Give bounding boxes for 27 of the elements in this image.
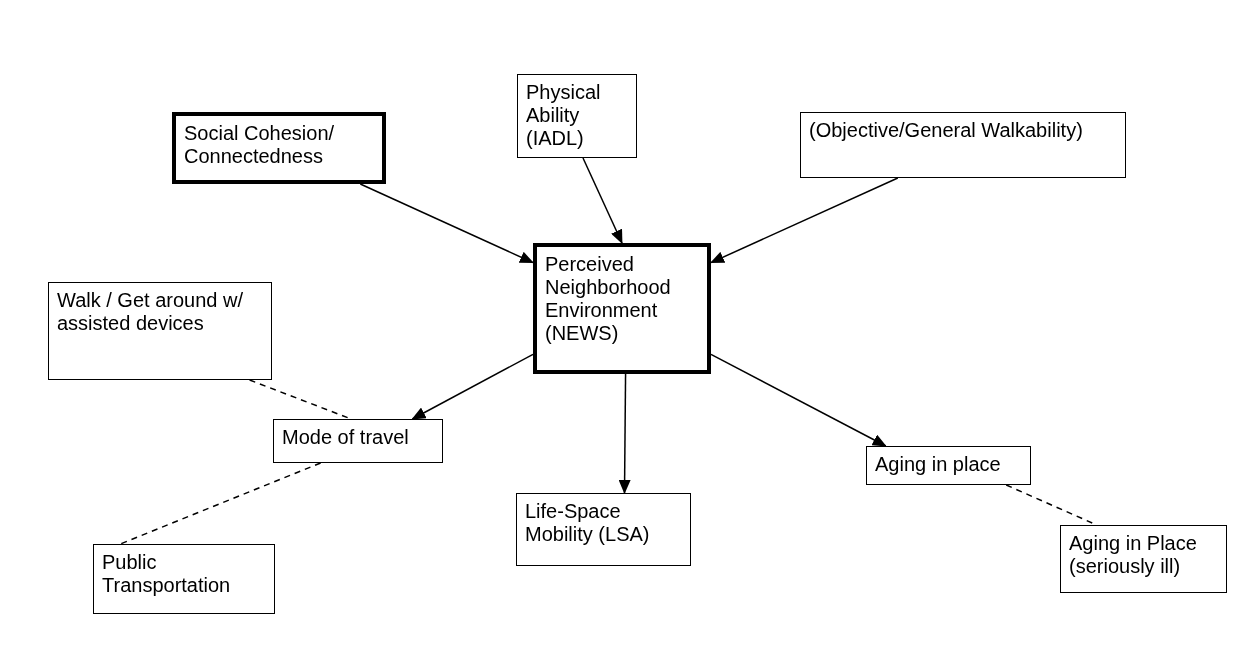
box-label: Physical Ability (IADL) — [526, 81, 602, 150]
box-label: Aging in Place (seriously ill) — [1069, 532, 1198, 578]
arrow — [618, 373, 631, 494]
box-label: Life-Space Mobility (LSA) — [525, 500, 651, 546]
box-label: Aging in place — [875, 453, 1002, 476]
dashed-line — [119, 462, 322, 545]
box-label: Perceived Neighborhood Environment (NEWS) — [545, 253, 672, 345]
arrow — [359, 183, 534, 264]
box-label: Mode of travel — [282, 426, 410, 449]
arrow — [710, 353, 887, 447]
text-box — [533, 243, 711, 374]
text-box — [48, 282, 272, 380]
text-box — [800, 112, 1126, 178]
text-box — [516, 493, 691, 566]
text-box — [1060, 525, 1227, 593]
text-box — [273, 419, 443, 463]
text-box — [172, 112, 386, 184]
text-box — [93, 544, 275, 614]
text-box — [866, 446, 1031, 485]
arrow — [582, 157, 623, 244]
box-label: Public Transportation — [102, 551, 232, 597]
box-label: Walk / Get around w/ assisted devices — [57, 289, 244, 335]
text-box — [517, 74, 637, 158]
arrow — [411, 353, 534, 420]
arrow — [710, 177, 899, 264]
box-label: (Objective/General Walkability) — [809, 119, 1084, 142]
box-label: Social Cohesion/ Connectedness — [184, 122, 336, 168]
